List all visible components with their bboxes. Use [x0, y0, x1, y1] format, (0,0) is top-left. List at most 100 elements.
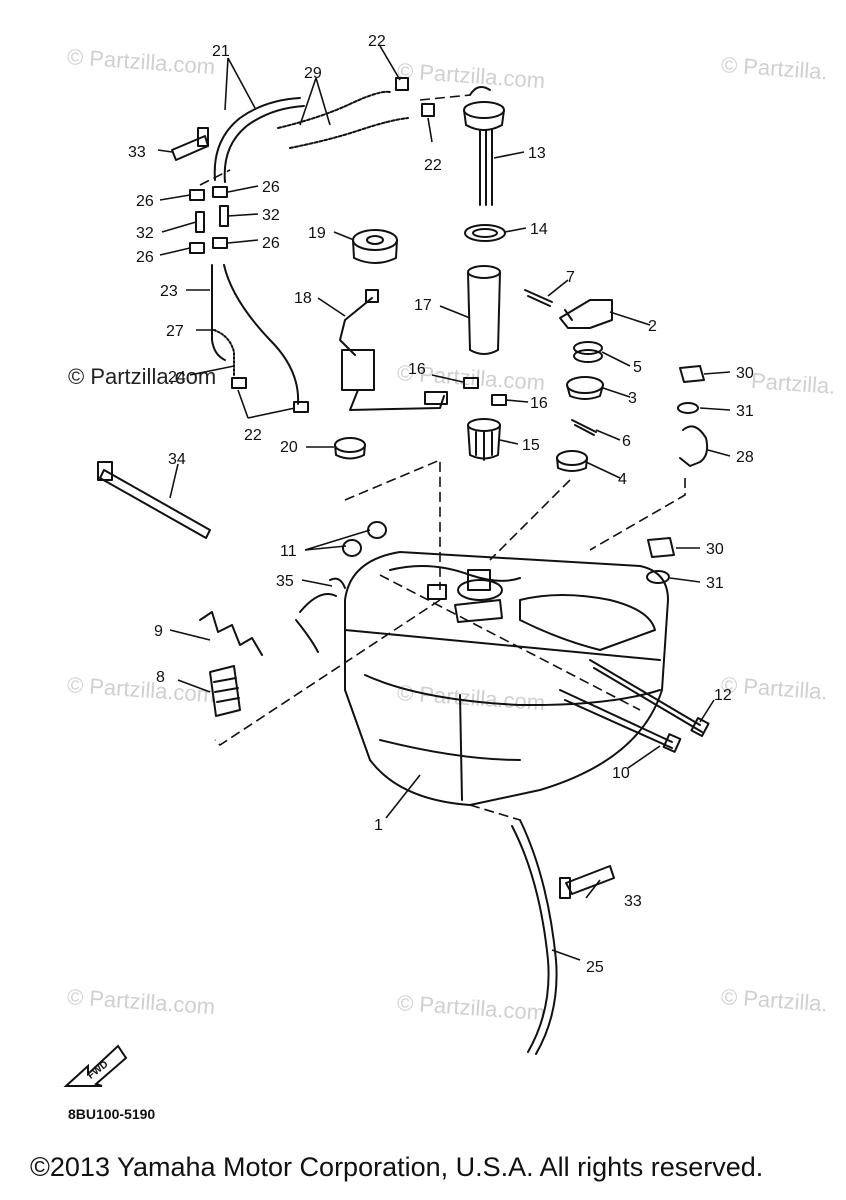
callout-34: 34 — [168, 451, 186, 468]
callout-12: 12 — [714, 687, 732, 704]
clamp-22a[interactable] — [395, 77, 409, 91]
hose-21[interactable] — [213, 97, 305, 183]
callout-32a: 32 — [136, 225, 154, 242]
callout-26c: 26 — [136, 249, 154, 266]
callout-31a: 31 — [736, 403, 754, 420]
callout-17: 17 — [414, 297, 432, 314]
damper-3[interactable] — [566, 376, 604, 400]
callout-32b: 32 — [262, 207, 280, 224]
clamp-22d[interactable] — [293, 401, 309, 413]
damper-20[interactable] — [334, 437, 366, 460]
grommet-8[interactable] — [209, 665, 241, 717]
callout-22c: 22 — [244, 427, 262, 444]
filter-15[interactable] — [467, 418, 501, 461]
joint-32[interactable] — [195, 205, 229, 233]
cap-11[interactable] — [342, 521, 387, 557]
leader-line — [379, 574, 641, 711]
callout-33a: 33 — [128, 144, 146, 161]
callout-2: 2 — [648, 318, 657, 335]
callout-8: 8 — [156, 669, 165, 686]
callout-10: 10 — [612, 765, 630, 782]
forward-arrow-icon: FWD — [63, 1044, 128, 1087]
callout-23: 23 — [160, 283, 178, 300]
pipe-17[interactable] — [467, 265, 501, 355]
callout-33b: 33 — [624, 893, 642, 910]
clamp-16b[interactable] — [491, 394, 507, 406]
callout-5: 5 — [633, 359, 642, 376]
cable-tie-34[interactable] — [97, 461, 211, 539]
callout-24: 24 — [168, 369, 186, 386]
leader-line — [214, 599, 441, 747]
clamp-16a[interactable] — [463, 377, 479, 389]
bolt-10[interactable] — [559, 689, 682, 753]
bracket-2[interactable] — [559, 299, 613, 329]
callout-22a: 22 — [368, 33, 386, 50]
callout-26d: 26 — [262, 235, 280, 252]
clip-9[interactable] — [199, 611, 263, 656]
bolt-12[interactable] — [589, 659, 710, 737]
band-clamp-33-upper[interactable] — [171, 127, 209, 161]
collar-7[interactable] — [524, 289, 553, 307]
callout-13: 13 — [528, 145, 546, 162]
hose-35[interactable] — [295, 577, 346, 653]
callout-26a: 26 — [136, 193, 154, 210]
callout-14: 14 — [530, 221, 548, 238]
spring-5[interactable] — [573, 341, 603, 363]
nut-30a[interactable] — [679, 365, 705, 383]
band-clamp-33[interactable] — [559, 865, 615, 899]
watermark-strong: © Partzilla.com — [68, 364, 217, 389]
leader-line — [344, 458, 441, 590]
callout-25: 25 — [586, 959, 604, 976]
leader-line — [469, 804, 521, 821]
copyright-notice: ©2013 Yamaha Motor Corporation, U.S.A. A… — [30, 1152, 764, 1182]
bracket-28[interactable] — [679, 425, 709, 467]
leader-line — [489, 479, 571, 561]
damper-4[interactable] — [556, 450, 588, 472]
callout-22b: 22 — [424, 157, 442, 174]
fuel-sender-13[interactable] — [463, 85, 505, 206]
hose-23[interactable] — [211, 264, 300, 405]
callout-30a: 30 — [736, 365, 754, 382]
callout-4: 4 — [618, 471, 627, 488]
pin-6[interactable] — [571, 419, 597, 436]
callout-28: 28 — [736, 449, 754, 466]
damper-19[interactable] — [352, 229, 398, 264]
callout-29: 29 — [304, 65, 322, 82]
callout-19: 19 — [308, 225, 326, 242]
callout-20: 20 — [280, 439, 298, 456]
fwd-label: FWD — [86, 1059, 111, 1082]
callout-9: 9 — [154, 623, 163, 640]
callout-7: 7 — [566, 269, 575, 286]
callout-3: 3 — [628, 390, 637, 407]
callout-16b: 16 — [530, 395, 548, 412]
nut-30b[interactable] — [647, 537, 675, 558]
callout-35: 35 — [276, 573, 294, 590]
leader-line — [589, 478, 686, 551]
callout-30b: 30 — [706, 541, 724, 558]
diagram-code: 8BU100-5190 — [68, 1106, 156, 1122]
washer-31b[interactable] — [646, 570, 670, 584]
callout-15: 15 — [522, 437, 540, 454]
leader-line — [419, 94, 471, 101]
leader-lines — [157, 45, 731, 961]
callout-6: 6 — [622, 433, 631, 450]
washer-31a[interactable] — [677, 402, 699, 414]
gasket-14[interactable] — [464, 224, 506, 242]
fuel-pump-18[interactable] — [339, 289, 448, 411]
clamp-22b[interactable] — [421, 103, 435, 117]
callout-16a: 16 — [408, 361, 426, 378]
clamp-22c[interactable] — [231, 377, 247, 389]
callout-18: 18 — [294, 290, 312, 307]
callout-11: 11 — [280, 543, 297, 560]
hose-29[interactable] — [277, 90, 409, 149]
callout-31b: 31 — [706, 575, 724, 592]
callout-26b: 26 — [262, 179, 280, 196]
callout-27: 27 — [166, 323, 184, 340]
callout-21: 21 — [212, 43, 230, 60]
callout-1: 1 — [374, 817, 383, 834]
fuel-tank[interactable] — [344, 551, 669, 806]
fuel-hose-25[interactable] — [511, 819, 558, 1055]
callout-labels: 1 2 3 4 5 6 7 8 9 10 11 12 13 14 15 16 1… — [128, 33, 754, 976]
hose-27[interactable] — [213, 329, 235, 376]
